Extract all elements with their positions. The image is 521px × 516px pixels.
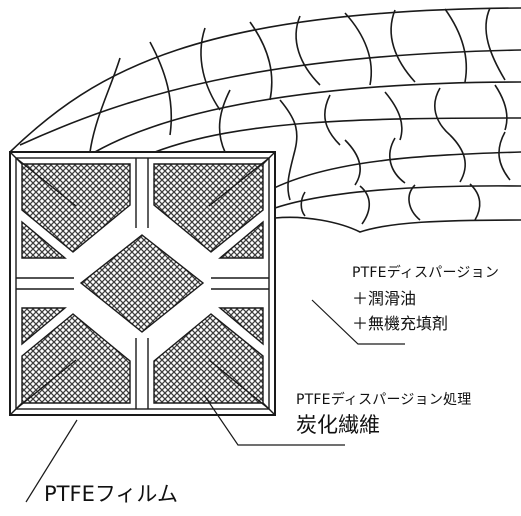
label-dispersion-treatment: PTFEディスパージョン処理 — [296, 392, 472, 408]
leader-dispersion-mix — [311, 299, 405, 345]
strand-left-upper — [21, 220, 67, 259]
leader-carbon-fiber — [203, 394, 345, 446]
strand-top-right — [153, 163, 264, 253]
label-ptfe-film: PTFEフィルム — [44, 482, 178, 506]
strand-right-lower — [218, 307, 264, 346]
braided-ring — [9, 7, 521, 233]
label-dispersion-mix-title: PTFEディスパージョン — [352, 265, 500, 281]
label-carbon-fiber: 炭化繊維 — [296, 413, 380, 437]
label-dispersion-mix-lubricant: ＋潤滑油 — [352, 289, 417, 308]
strand-top-left — [21, 163, 131, 253]
strand-bottom-left — [21, 313, 131, 404]
strand-center — [79, 234, 205, 333]
strand-left-lower — [21, 307, 67, 346]
strand-right-upper — [218, 220, 264, 259]
carbon-fiber-strands — [21, 163, 264, 404]
cross-section — [9, 151, 276, 416]
ring-outer-edge — [9, 7, 521, 153]
leader-lines — [25, 299, 405, 503]
ring-inner-edge — [274, 216, 521, 233]
label-dispersion-mix-filler: ＋無機充填剤 — [352, 314, 449, 333]
leader-ptfe-film — [25, 419, 78, 503]
strand-bottom-right — [153, 313, 264, 404]
